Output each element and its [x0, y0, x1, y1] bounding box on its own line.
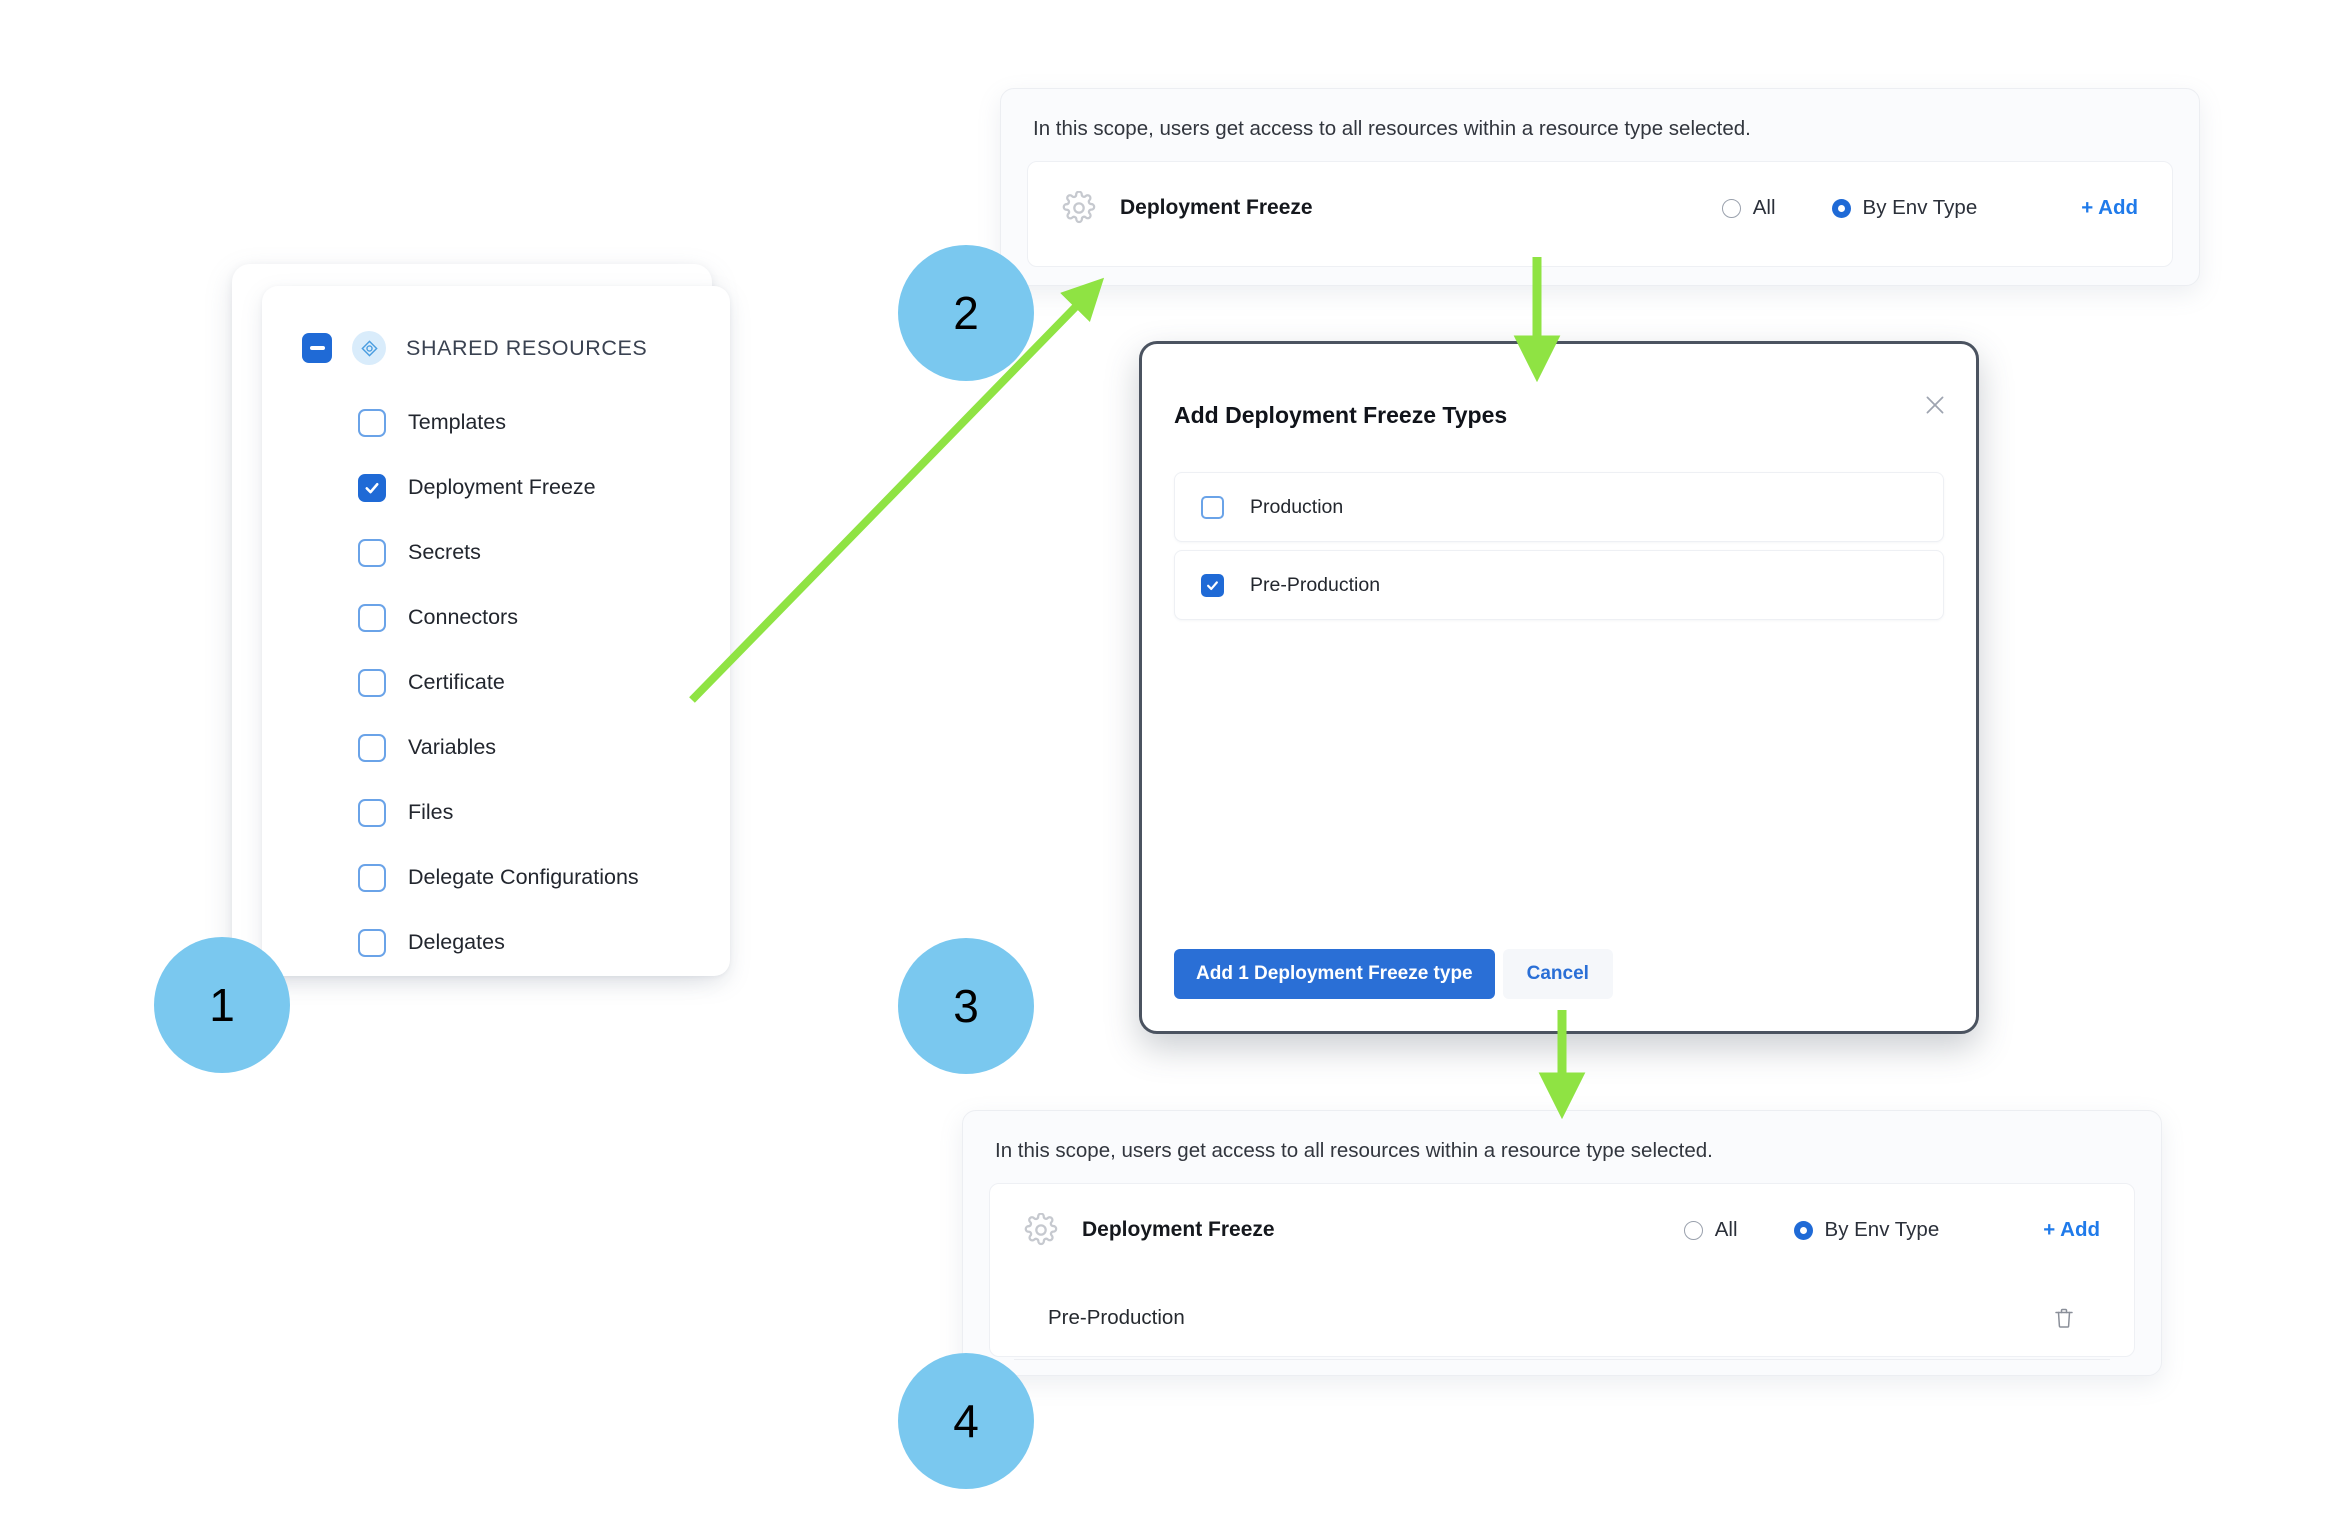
checkbox-templates[interactable] [358, 408, 386, 437]
list-item-label: Secrets [408, 540, 481, 564]
step-badge-label: 2 [953, 287, 979, 339]
checkbox-pre-production[interactable] [1201, 573, 1224, 597]
resource-type-row: Deployment Freeze All By Env Type + Add [1028, 162, 2172, 254]
selected-value-label: Pre-Production [1048, 1305, 1185, 1329]
radio-by-env-type[interactable]: By Env Type [1793, 1218, 1940, 1242]
resource-type-name: Deployment Freeze [1120, 196, 1313, 219]
freeze-type-options: Production Pre-Production [1174, 472, 1944, 628]
radio-by-env-type[interactable]: By Env Type [1831, 196, 1978, 220]
list-item[interactable]: Files [262, 780, 730, 845]
list-item[interactable]: Production [1174, 472, 1944, 542]
gear-icon [1062, 191, 1096, 224]
list-item[interactable]: Variables [262, 715, 730, 780]
scope-controls: All By Env Type + Add [1721, 196, 2138, 220]
checkbox-delegates[interactable] [358, 928, 386, 957]
radio-all-label: All [1752, 196, 1776, 219]
step-badge-1: 1 [154, 937, 290, 1073]
modal-footer: Add 1 Deployment Freeze type Cancel [1174, 949, 1613, 999]
list-item[interactable]: Certificate [262, 650, 730, 715]
resource-type-row-container: Deployment Freeze All By Env Type + Add … [989, 1183, 2135, 1360]
checkbox-variables[interactable] [358, 733, 386, 762]
list-item-label: Templates [408, 410, 506, 434]
add-freeze-type-button[interactable]: Add 1 Deployment Freeze type [1174, 949, 1495, 999]
list-item-label: Pre-Production [1250, 573, 1381, 596]
close-icon[interactable] [1922, 392, 1948, 418]
checkbox-files[interactable] [358, 798, 386, 827]
radio-by-env-type-input[interactable] [1793, 1220, 1813, 1240]
step-badge-label: 3 [953, 980, 979, 1032]
resource-type-row-container: Deployment Freeze All By Env Type + Add [1027, 161, 2173, 267]
list-item-label: Delegate Configurations [408, 865, 639, 889]
list-item-label: Production [1250, 495, 1344, 518]
list-item[interactable]: Connectors [262, 585, 730, 650]
add-button[interactable]: + Add [2043, 1218, 2100, 1241]
shared-resources-list: Templates Deployment Freeze Secrets Conn… [262, 390, 730, 975]
shared-resources-title: SHARED RESOURCES [406, 335, 648, 360]
gear-icon [1024, 1213, 1058, 1246]
radio-all[interactable]: All [1721, 196, 1776, 220]
step-badge-label: 1 [209, 979, 235, 1031]
checkbox-deployment-freeze[interactable] [358, 473, 386, 502]
step-badge-4: 4 [898, 1353, 1034, 1489]
list-item-label: Certificate [408, 670, 505, 694]
cancel-button[interactable]: Cancel [1502, 949, 1613, 999]
list-item[interactable]: Delegate Configurations [262, 845, 730, 910]
list-item[interactable]: Deployment Freeze [262, 455, 730, 520]
list-item[interactable]: Pre-Production [1174, 550, 1944, 620]
list-item[interactable]: Templates [262, 390, 730, 455]
list-item-label: Deployment Freeze [408, 475, 596, 499]
list-item[interactable]: Secrets [262, 520, 730, 585]
list-item-label: Delegates [408, 930, 505, 954]
radio-by-env-type-label: By Env Type [1862, 196, 1978, 219]
checkbox-certificate[interactable] [358, 668, 386, 697]
checkbox-secrets[interactable] [358, 538, 386, 567]
arrow-step1-to-step2 [689, 277, 1105, 703]
list-item[interactable]: Delegates [262, 910, 730, 975]
step-badge-3: 3 [898, 938, 1034, 1074]
radio-by-env-type-input[interactable] [1831, 198, 1851, 218]
checkbox-connectors[interactable] [358, 603, 386, 632]
radio-all-label: All [1714, 1218, 1738, 1241]
checkbox-production[interactable] [1201, 495, 1224, 519]
modal-title: Add Deployment Freeze Types [1174, 402, 1508, 428]
list-item-label: Files [408, 800, 454, 824]
add-deployment-freeze-types-modal: Add Deployment Freeze Types Production P… [1139, 341, 1979, 1034]
resource-type-row: Deployment Freeze All By Env Type + Add [990, 1184, 2134, 1276]
shared-resources-indeterminate-checkbox[interactable] [302, 333, 332, 363]
scope-panel-after: In this scope, users get access to all r… [962, 1110, 2162, 1376]
selected-value-row: Pre-Production [1014, 1276, 2110, 1360]
radio-by-env-type-label: By Env Type [1824, 1218, 1940, 1241]
shared-resources-panel: SHARED RESOURCES Templates Deployment Fr… [262, 286, 730, 976]
scope-panel-before: In this scope, users get access to all r… [1000, 88, 2200, 286]
scope-controls: All By Env Type + Add [1683, 1218, 2100, 1242]
step-badge-2: 2 [898, 245, 1034, 381]
radio-all-input[interactable] [1721, 198, 1741, 218]
list-item-label: Connectors [408, 605, 518, 629]
radio-all-input[interactable] [1683, 1220, 1703, 1240]
add-button[interactable]: + Add [2081, 196, 2138, 219]
checkbox-delegate-configurations[interactable] [358, 863, 386, 892]
list-item-label: Variables [408, 735, 497, 759]
scope-note: In this scope, users get access to all r… [995, 1139, 1713, 1162]
shared-resources-header[interactable]: SHARED RESOURCES [262, 328, 730, 368]
scope-note: In this scope, users get access to all r… [1033, 117, 1751, 140]
trash-icon[interactable] [2052, 1305, 2076, 1331]
resource-type-name: Deployment Freeze [1082, 1218, 1275, 1241]
step-badge-label: 4 [953, 1395, 979, 1447]
shared-resources-icon [352, 331, 386, 365]
radio-all[interactable]: All [1683, 1218, 1738, 1242]
